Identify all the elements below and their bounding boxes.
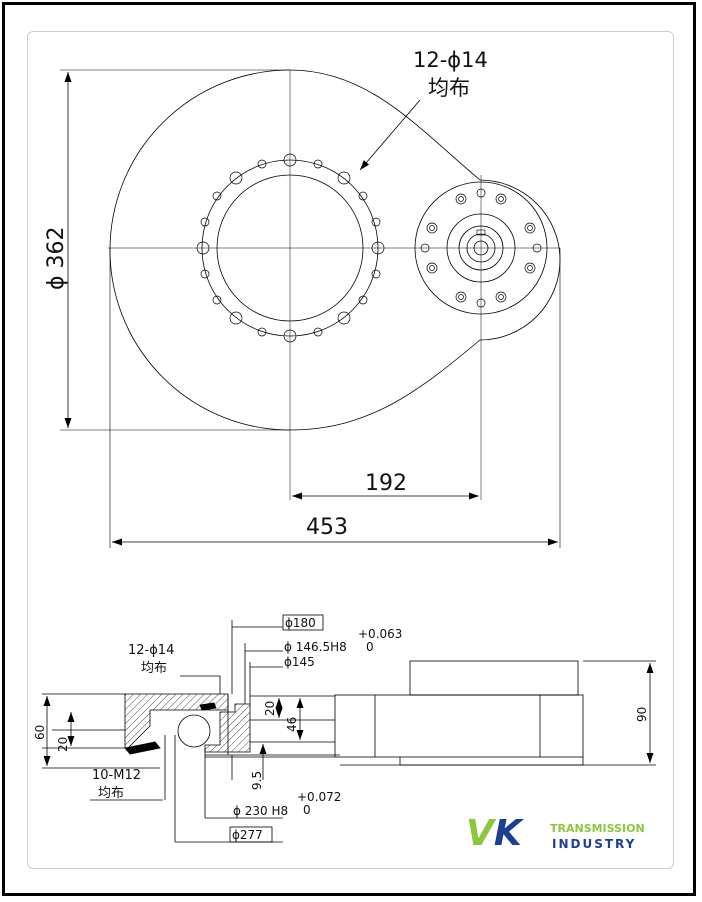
section-hole-callout-top: 12-ϕ14: [128, 643, 174, 658]
dim-height-60: 60: [33, 725, 47, 740]
top-view: [60, 69, 561, 548]
dim-diameter-label: ϕ 362: [44, 227, 69, 291]
inner-frame: [27, 31, 674, 869]
dim-230-tol-upper: +0.072: [297, 790, 341, 804]
dim-offset-label: 192: [365, 471, 407, 496]
housing-outline: [109, 69, 561, 431]
dim-145: ϕ145: [284, 655, 315, 669]
dim-180: ϕ180: [285, 616, 316, 630]
outer-border: [2, 2, 696, 896]
dim-height-20-left: 20: [56, 737, 70, 752]
housing-right: [334, 694, 584, 758]
hole-callout-bottom: 均布: [428, 76, 470, 100]
logo-line-1: TRANSMISSION: [550, 822, 645, 835]
vk-logo: VK TRANSMISSION INDUSTRY: [466, 813, 645, 854]
motor-box: [409, 660, 579, 696]
dim-height-90: 90: [635, 707, 649, 722]
thread-callout-bottom: 均布: [98, 786, 124, 801]
logo-line-2: INDUSTRY: [552, 837, 636, 851]
dim-230-tol-lower: 0: [303, 803, 311, 817]
section-hole-callout-bottom: 均布: [141, 661, 167, 676]
inner-ring-section: [204, 703, 251, 753]
thread-callout-top: 10-M12: [92, 768, 141, 783]
dim-height-9-5: 9.5: [250, 771, 264, 790]
dim-146-tol-lower: 0: [366, 640, 374, 654]
dim-230: ϕ 230 H8: [233, 804, 288, 818]
dim-height-20-mid: 20: [263, 701, 277, 716]
section-view: [42, 620, 656, 843]
dim-146-5: ϕ 146.5H8: [284, 640, 347, 654]
hole-callout-top: 12-ϕ14: [413, 48, 488, 72]
logo-mark: VK: [466, 813, 525, 854]
extension-lines: [60, 69, 561, 548]
dim-277: ϕ277: [232, 828, 263, 842]
hole-leader: [359, 99, 421, 171]
dim-height-46: 46: [285, 717, 299, 732]
dim-146-tol-upper: +0.063: [358, 627, 402, 641]
dim-length-label: 453: [306, 515, 348, 540]
outer-ring-section: [124, 693, 229, 749]
center-lines: [108, 70, 560, 500]
ball: [177, 714, 211, 748]
